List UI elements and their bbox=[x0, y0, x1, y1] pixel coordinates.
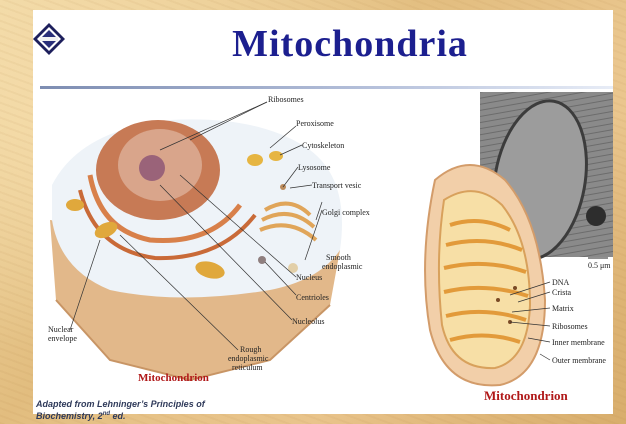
scale-bar-label: 0.5 μm bbox=[588, 261, 611, 270]
credit-line2: Biochemistry, 2nd ed. bbox=[36, 409, 205, 421]
credit-line2-post: ed. bbox=[110, 411, 126, 421]
label-crista: Crista bbox=[552, 288, 572, 297]
label-lysosome: Lysosome bbox=[298, 163, 331, 172]
label-transport-vesicles: Transport vesic bbox=[312, 181, 362, 190]
label-rough-er-line1: Rough bbox=[240, 345, 261, 354]
mito-labels: DNA Crista Matrix Ribosomes Inner membra… bbox=[552, 278, 606, 365]
credit-line2-sup: nd bbox=[103, 411, 110, 417]
label-inner-membrane: Inner membrane bbox=[552, 338, 605, 347]
label-smooth-er-line1: Smooth bbox=[326, 253, 351, 262]
mito-figure-caption: Mitochondrion bbox=[484, 388, 568, 404]
cell-figure-caption: Mitochondrion bbox=[138, 372, 209, 384]
label-matrix: Matrix bbox=[552, 304, 574, 313]
label-cytoskeleton: Cytoskeleton bbox=[302, 141, 344, 150]
label-nuclear-envelope-line1: Nuclear bbox=[48, 325, 74, 334]
label-mito-ribosomes: Ribosomes bbox=[552, 322, 588, 331]
label-ribosomes: Ribosomes bbox=[268, 95, 304, 104]
slide-title: Mitochondria bbox=[150, 22, 550, 66]
label-outer-membrane: Outer membrane bbox=[552, 356, 606, 365]
label-dna: DNA bbox=[552, 278, 570, 287]
label-rough-er-line2: endoplasmic bbox=[228, 354, 269, 363]
credit-line1: Adapted from Lehninger’s Principles of bbox=[36, 399, 205, 409]
label-peroxisome: Peroxisome bbox=[296, 119, 334, 128]
title-underline bbox=[40, 86, 613, 89]
label-nucleolus: Nucleolus bbox=[292, 317, 324, 326]
cell-and-mitochondrion-figure: Ribosomes Peroxisome Cytoskeleton Lysoso… bbox=[40, 90, 613, 412]
label-centrioles: Centrioles bbox=[296, 293, 329, 302]
label-rough-er-line3: reticulum bbox=[232, 363, 263, 372]
label-smooth-er-line2: endoplasmic bbox=[322, 262, 363, 271]
animal-cell-illustration bbox=[50, 119, 342, 380]
label-nucleus: Nucleus bbox=[296, 273, 322, 282]
credit-line2-pre: Biochemistry, 2 bbox=[36, 411, 103, 421]
source-credit: Adapted from Lehninger’s Principles of B… bbox=[36, 399, 205, 421]
label-nuclear-envelope-line2: envelope bbox=[48, 334, 77, 343]
label-golgi-complex: Golgi complex bbox=[322, 208, 370, 217]
diamond-badge-icon bbox=[32, 22, 66, 56]
